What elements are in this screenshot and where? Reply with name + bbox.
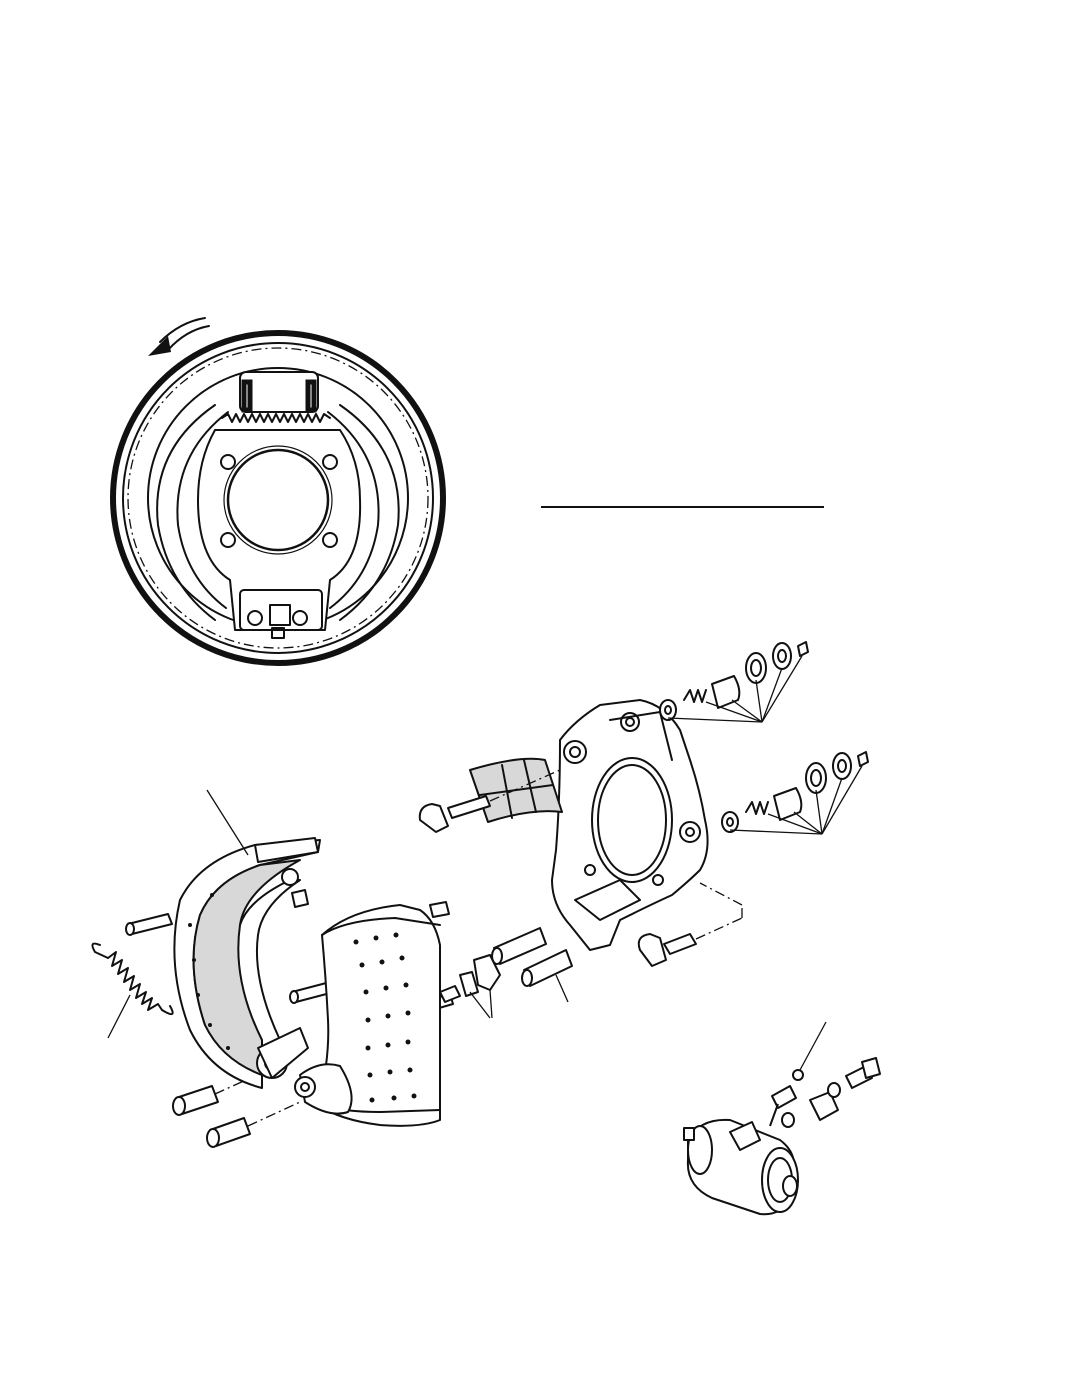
backing-plate-exploded	[551, 699, 709, 951]
primary-brake-shoe	[173, 789, 321, 1089]
wheel-cylinder-assembly	[683, 1021, 881, 1216]
hub-opening	[226, 448, 330, 552]
top-return-spring	[221, 413, 331, 423]
assembled-brake-view	[110, 317, 446, 666]
lining-pad	[469, 757, 563, 823]
secondary-brake-shoe	[294, 904, 441, 1127]
anchor-rollers	[172, 1069, 301, 1148]
lower-cylinder-kit	[721, 751, 869, 835]
adjuster-parts	[439, 927, 573, 1019]
upper-cylinder-kit	[659, 641, 809, 723]
anchor-bolt-lower	[637, 882, 743, 967]
shoe-return-spring	[91, 942, 174, 1039]
wheel-cylinder-top	[239, 371, 319, 413]
rotation-direction-arrow	[148, 317, 210, 356]
anchor-bolt-upper	[418, 769, 561, 833]
